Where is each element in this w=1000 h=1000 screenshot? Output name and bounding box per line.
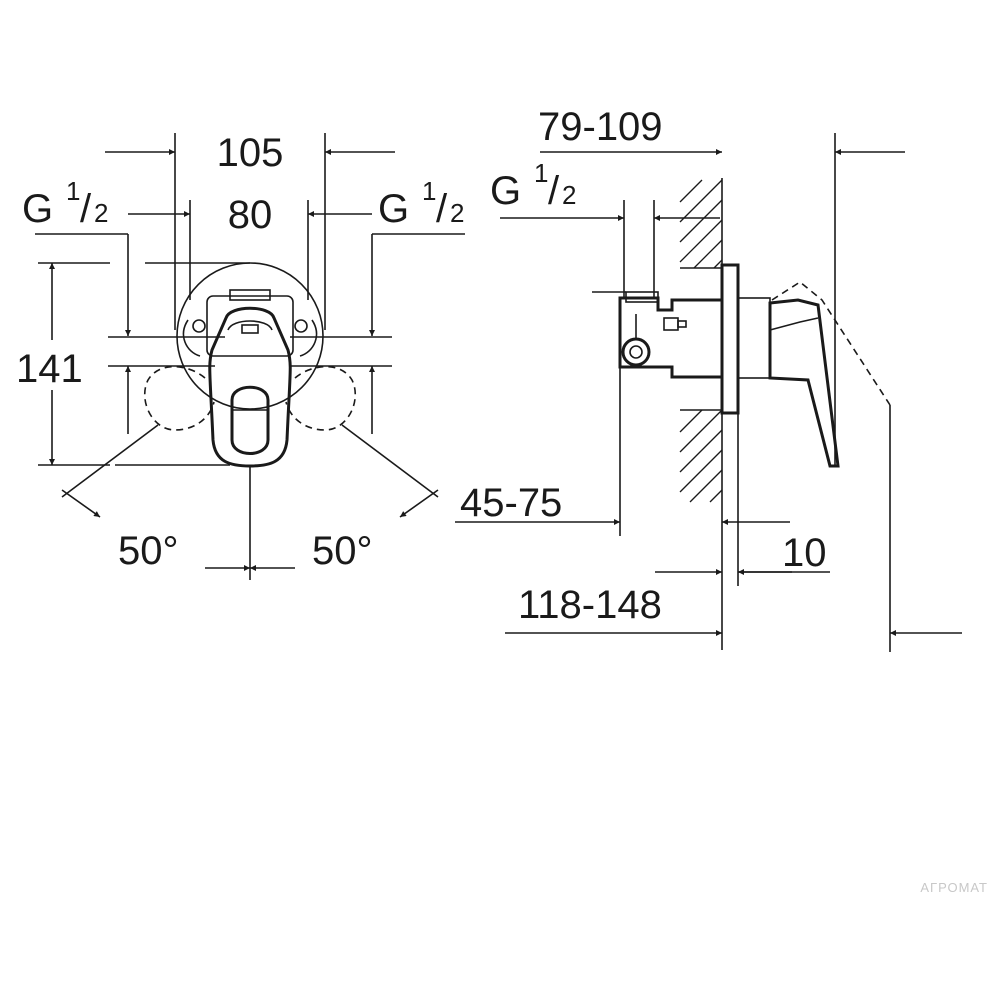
dim-depth-label: 45-75 [460,481,562,525]
thread-slash: / [548,169,560,213]
dim-plate-label: 10 [782,531,827,575]
fixing-screw [294,319,308,333]
front-view: 105 80 G 1 / 2 G 1 / 2 [16,131,465,580]
thread-slash: / [436,187,448,231]
dim-width-inner-label: 80 [228,193,273,237]
inlet-cap [625,291,659,303]
angle-line [61,424,159,498]
body-detail [663,317,679,331]
thread-label-side: G 1 / 2 [490,158,576,213]
thread-denominator: 2 [450,198,464,228]
side-view: 79-109 G 1 / 2 45-75 10 118-148 [455,105,962,652]
angle-right-label: 50° [312,529,373,573]
angle-arrow [61,489,101,518]
escutcheon-plate-side [720,263,740,415]
valve-cap [229,289,271,301]
dim-width-outer-label: 105 [217,131,284,175]
thread-numerator: 1 [534,158,548,188]
lever-handle [208,306,292,468]
lever-opening [230,385,270,455]
outlet-connection-inner [629,345,643,359]
lever-side-detail [769,317,819,331]
thread-numerator: 1 [422,176,436,206]
thread-slash: / [80,187,92,231]
wall-hatching-top [679,179,723,269]
thread-denominator: 2 [94,198,108,228]
angle-line [341,424,439,498]
thread-numerator: 1 [66,176,80,206]
thread-letter: G [22,187,53,231]
lever-side [768,298,840,468]
lever-detail [227,320,273,331]
brand-mark [241,324,259,334]
dim-top-label: 79-109 [538,105,663,149]
thread-letter: G [490,169,521,213]
body-outline [182,319,201,357]
watermark: АГРОМАТ [920,880,988,895]
thread-label-right: G 1 / 2 [378,176,464,231]
angle-arrow [399,489,439,518]
thread-label-left: G 1 / 2 [22,176,108,231]
valve-body [206,295,294,357]
body-outline [299,319,318,357]
outlet-connection [621,337,651,367]
body-detail [677,320,687,328]
rotated-lever-left [143,365,215,431]
rotated-lever-right [285,365,357,431]
dim-total-label: 118-148 [518,583,662,627]
lever-open-position [771,281,891,406]
plate-boss [737,297,771,379]
fixing-screw [192,319,206,333]
thread-denominator: 2 [562,180,576,210]
escutcheon-plate [176,262,324,410]
dim-height-label: 141 [16,347,83,391]
angle-left-label: 50° [118,529,179,573]
wall-hatching-bottom [679,409,723,503]
thread-letter: G [378,187,409,231]
